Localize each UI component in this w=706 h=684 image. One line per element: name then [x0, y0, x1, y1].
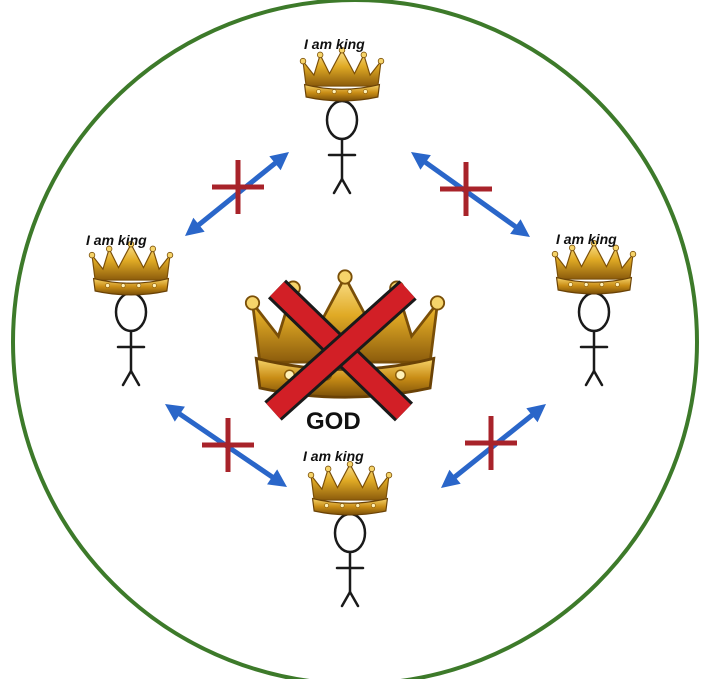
crown-icon-top [300, 47, 384, 101]
stick-figure-left [116, 293, 146, 385]
double-arrow-icon-top-right [411, 152, 530, 237]
center-layer [246, 270, 444, 412]
king-label-right: I am king [556, 231, 617, 247]
king-label-left: I am king [86, 232, 147, 248]
crown-icon-left [89, 241, 173, 295]
stick-figure-top [327, 101, 357, 193]
king-label-top: I am king [304, 36, 365, 52]
crown-icon-bottom [308, 461, 392, 515]
king-label-bottom: I am king [303, 448, 364, 464]
crown-icon-right [552, 240, 636, 294]
stick-figure-bottom [335, 514, 365, 606]
cross-mark-icon-top-right [440, 162, 492, 216]
stick-figure-right [579, 293, 609, 385]
cross-mark-icon-left-bottom [202, 418, 254, 472]
god-label: GOD [306, 408, 361, 436]
